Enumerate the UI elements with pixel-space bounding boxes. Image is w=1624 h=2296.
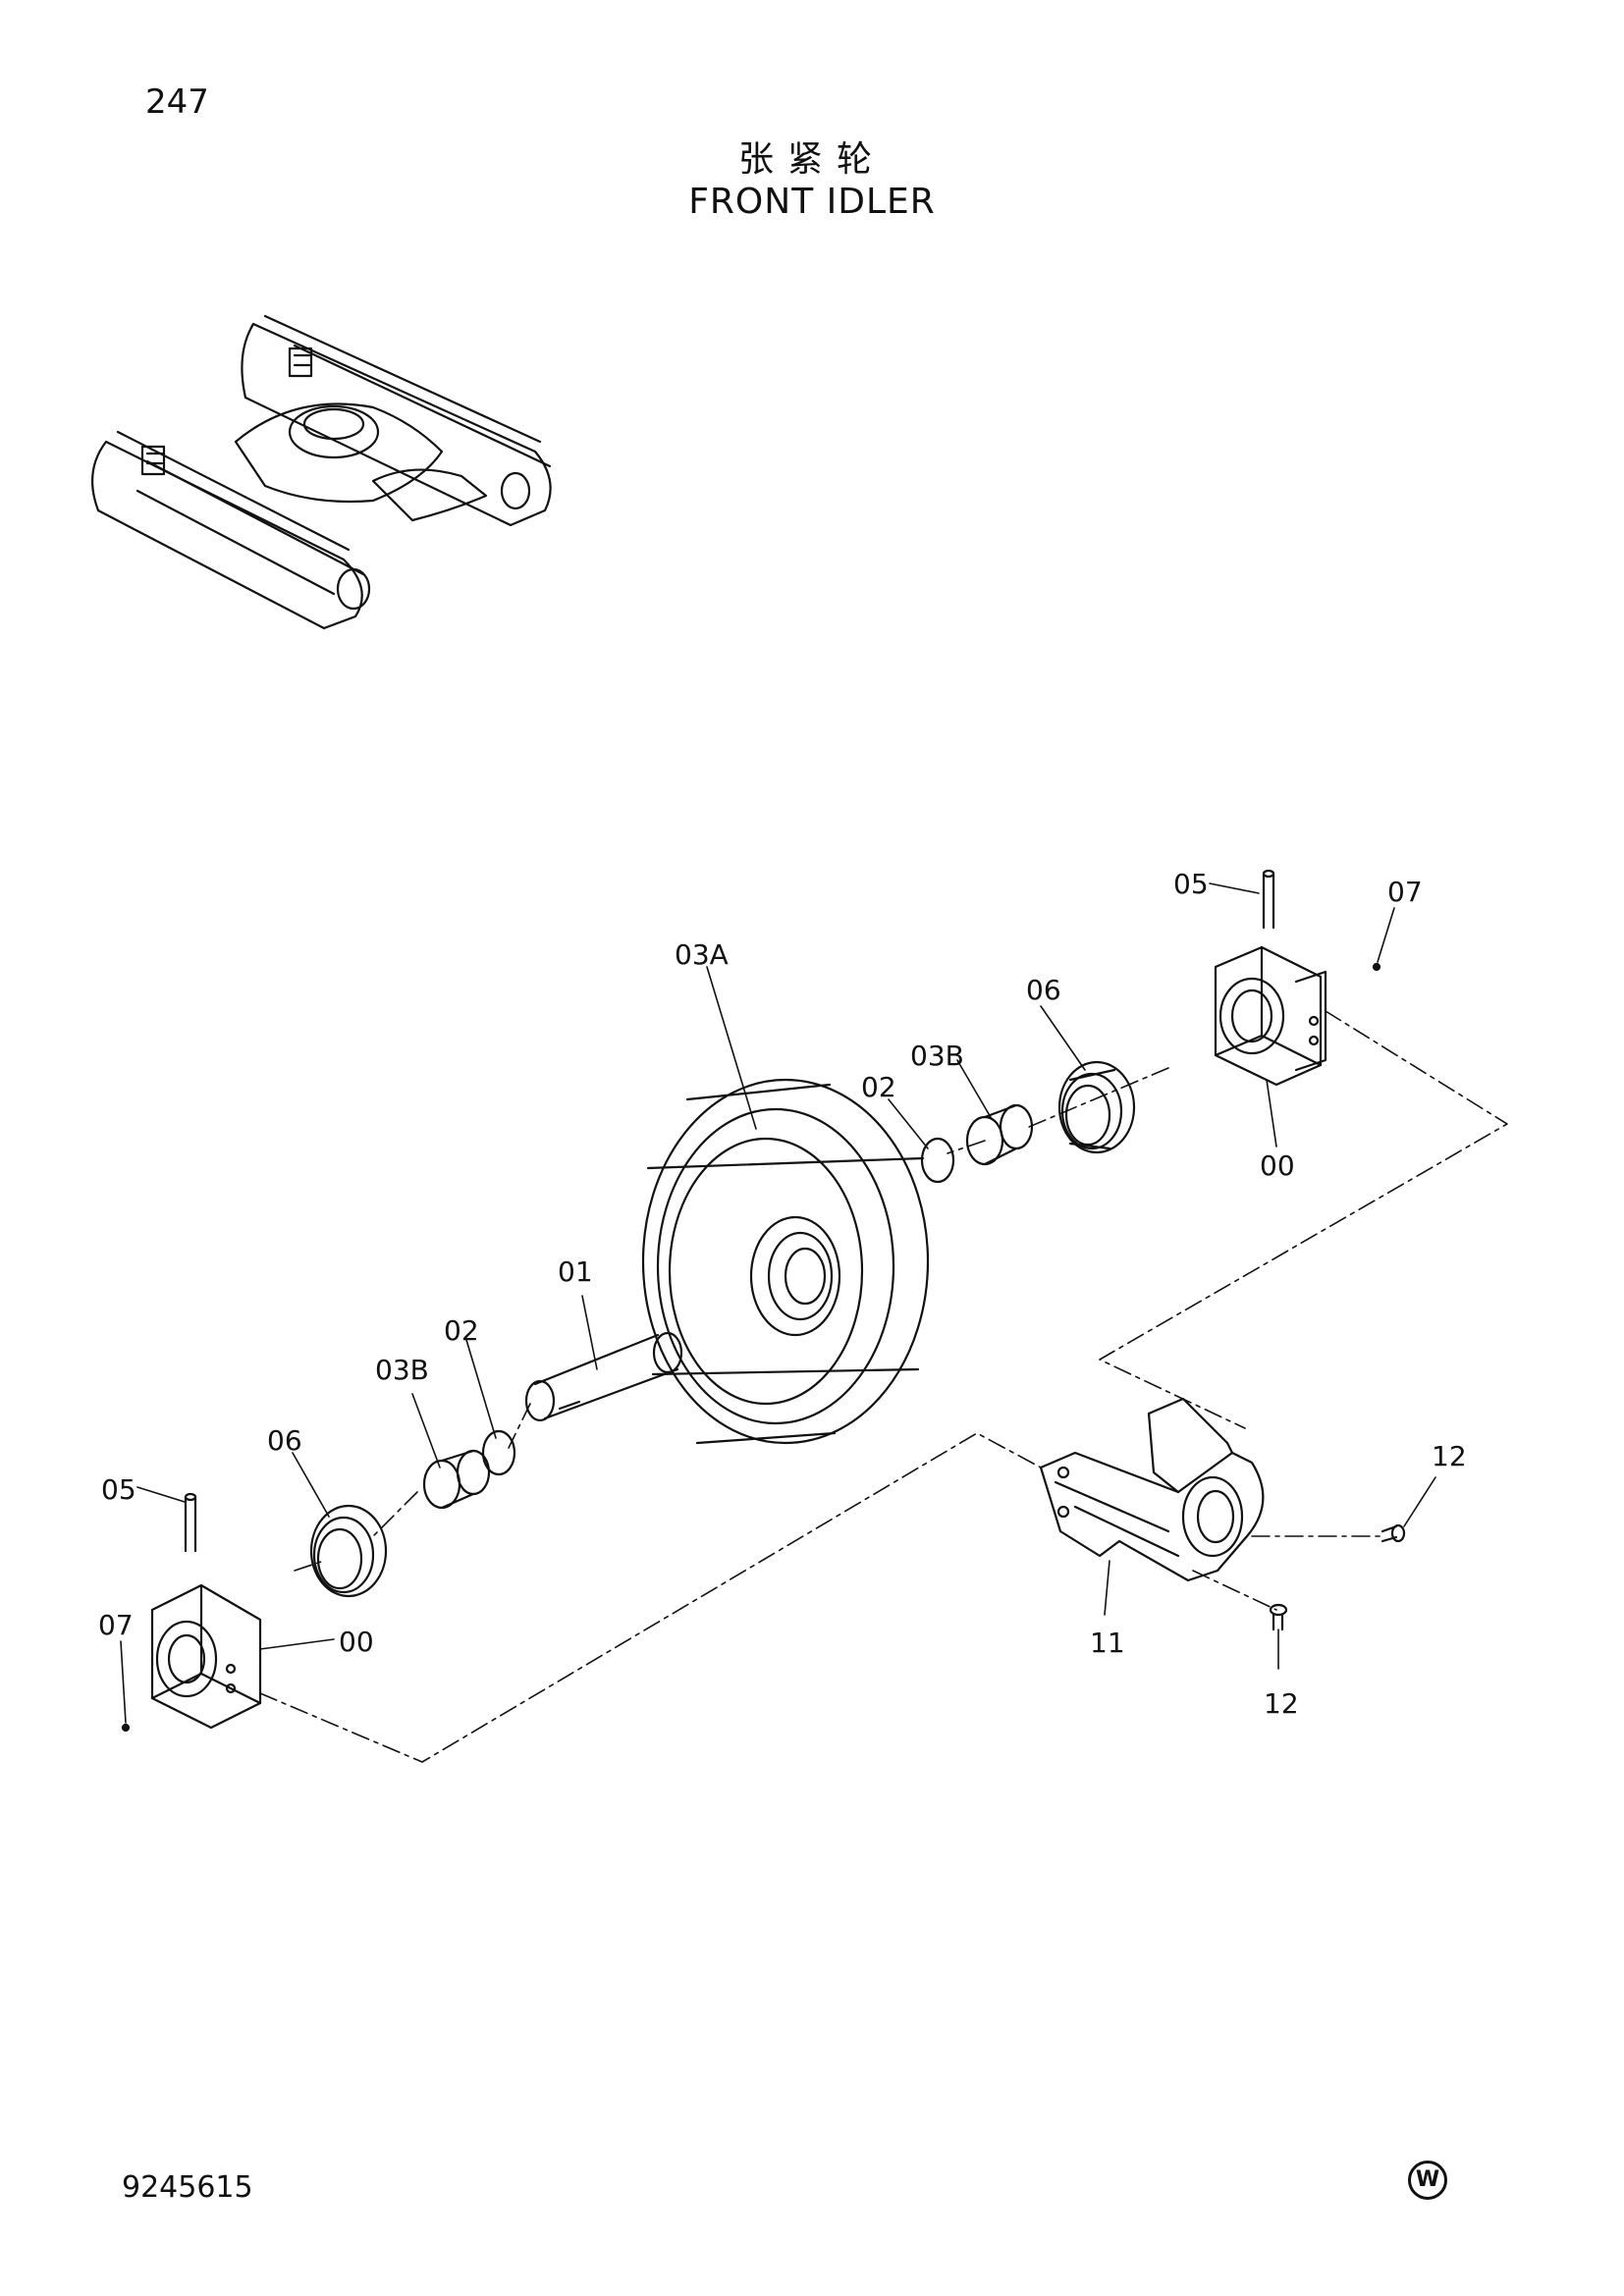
callout-07-right: 07 bbox=[1387, 876, 1423, 908]
title-english: FRONT IDLER bbox=[688, 182, 936, 222]
left-dowel bbox=[121, 1723, 131, 1733]
title-chinese: 张紧轮 bbox=[737, 139, 886, 180]
idler-wheel bbox=[641, 1078, 930, 1445]
undercarriage-overview-sketch bbox=[91, 314, 552, 630]
callout-02-right: 02 bbox=[861, 1071, 896, 1103]
support-bracket bbox=[1039, 1397, 1265, 1582]
callout-01: 01 bbox=[558, 1255, 593, 1288]
idler-shaft bbox=[524, 1331, 683, 1422]
left-bushing bbox=[422, 1449, 491, 1510]
callout-12-top: 12 bbox=[1432, 1440, 1467, 1472]
callout-06-right: 06 bbox=[1026, 974, 1061, 1006]
assembly-center-lines bbox=[259, 1010, 1508, 1763]
brand-logo-mark: W bbox=[1408, 2161, 1447, 2200]
right-pin bbox=[1262, 869, 1275, 930]
callout-02-left: 02 bbox=[444, 1314, 479, 1347]
right-o-ring bbox=[920, 1137, 955, 1184]
callout-03B-right: 03B bbox=[910, 1040, 964, 1072]
right-bearing-block bbox=[1214, 945, 1327, 1087]
document-number: 9245615 bbox=[122, 2170, 253, 2205]
callout-07-left: 07 bbox=[98, 1609, 134, 1641]
right-floating-seal bbox=[1057, 1060, 1136, 1154]
callout-00-right: 00 bbox=[1260, 1149, 1295, 1182]
callout-03B-left: 03B bbox=[375, 1354, 429, 1386]
callout-00-left: 00 bbox=[339, 1626, 374, 1658]
left-pin bbox=[184, 1492, 197, 1553]
callout-11: 11 bbox=[1090, 1627, 1125, 1659]
right-dowel bbox=[1372, 962, 1381, 972]
callout-06-left: 06 bbox=[267, 1424, 302, 1457]
page-number: 247 bbox=[145, 82, 209, 122]
callout-03A: 03A bbox=[675, 938, 729, 971]
bolt-top bbox=[1380, 1523, 1406, 1543]
left-o-ring bbox=[481, 1429, 516, 1476]
left-floating-seal bbox=[309, 1504, 388, 1598]
right-bushing bbox=[965, 1103, 1034, 1166]
leader-lines bbox=[120, 882, 1436, 1724]
callout-labels: 05 07 03A 06 03B 02 00 01 02 03B 06 05 0… bbox=[98, 868, 1467, 1720]
callout-05-right: 05 bbox=[1173, 868, 1209, 900]
callout-12-bottom: 12 bbox=[1264, 1687, 1299, 1720]
callout-05-left: 05 bbox=[101, 1473, 136, 1506]
left-bearing-block bbox=[150, 1583, 262, 1730]
bolt-bottom bbox=[1269, 1603, 1288, 1631]
